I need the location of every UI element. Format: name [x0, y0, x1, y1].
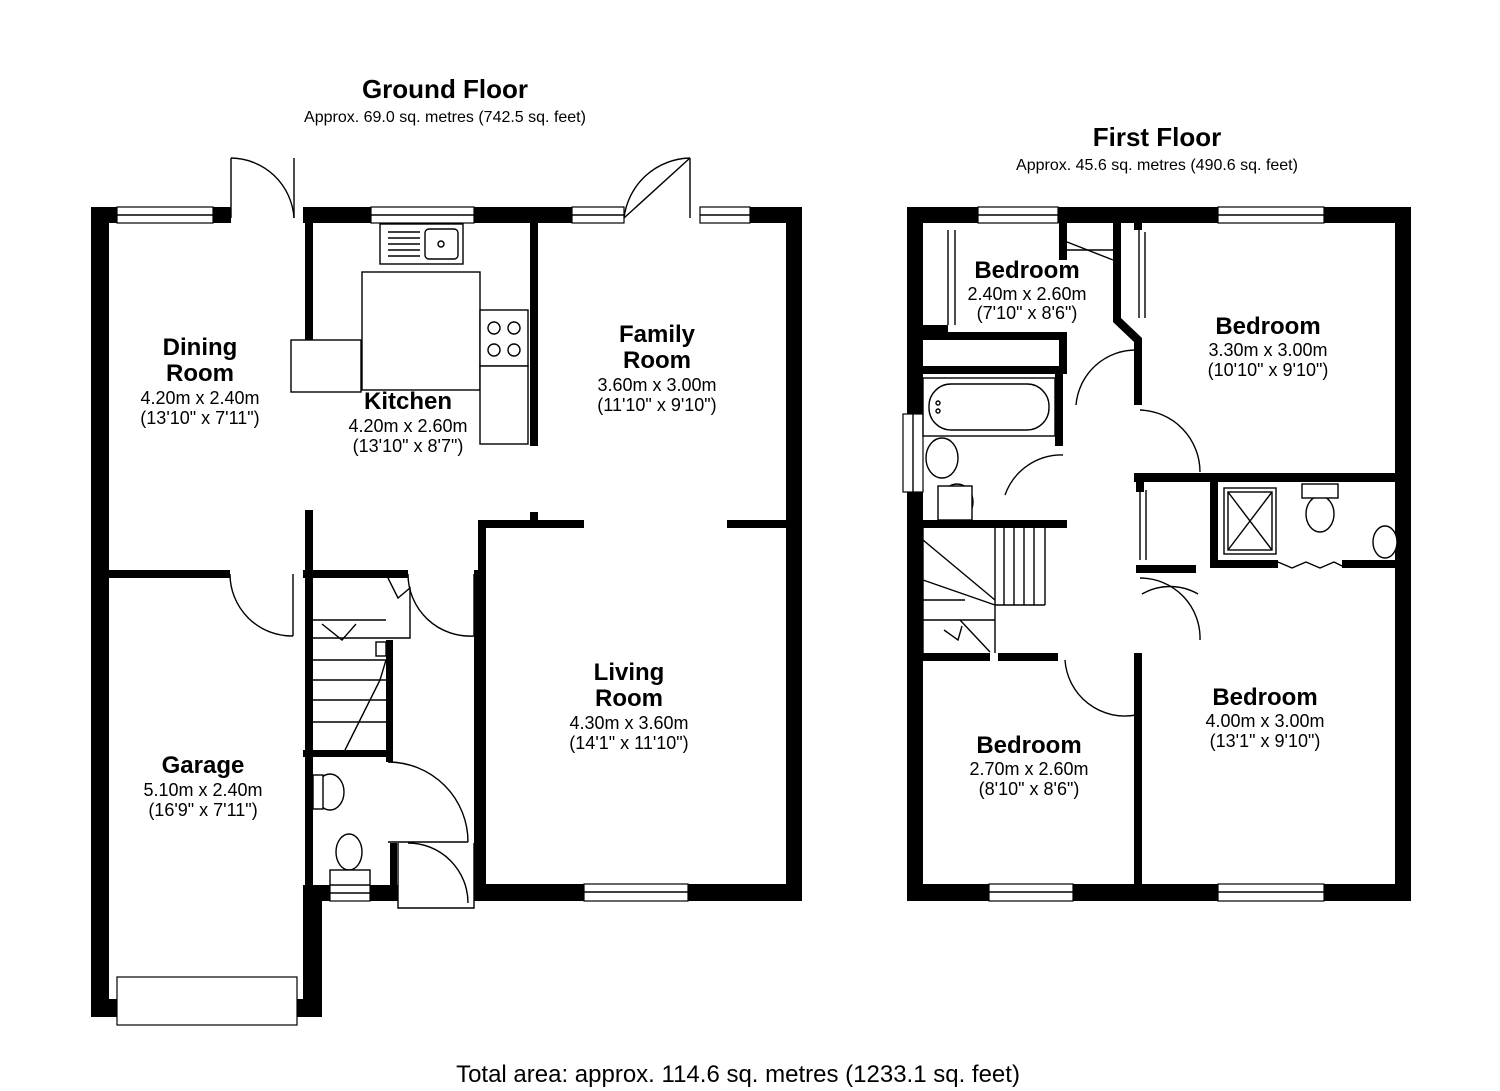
room-name: Bedroom — [974, 257, 1079, 284]
room-name: Room — [595, 685, 663, 712]
room-name: Dining — [163, 334, 238, 361]
first-floor: First Floor Approx. 45.6 sq. metres (490… — [902, 122, 1411, 902]
room-kitchen: Kitchen 4.20m x 2.60m (13'10" x 8'7") — [348, 388, 467, 456]
basin-icon — [925, 437, 959, 479]
ground-floor-internal-walls — [109, 220, 789, 901]
room-dimensions-metric: 2.40m x 2.60m — [967, 284, 1086, 304]
room-dimensions-imperial: (13'10" x 7'11") — [140, 408, 259, 428]
room-name: Bedroom — [976, 732, 1081, 759]
first-floor-windows — [902, 206, 1325, 902]
room-bedroom-small: Bedroom 2.40m x 2.60m (7'10" x 8'6") — [967, 257, 1086, 323]
room-dimensions-imperial: (14'1" x 11'10") — [569, 733, 688, 753]
ground-floor-windows — [116, 206, 751, 1026]
room-dimensions-metric: 5.10m x 2.40m — [143, 780, 262, 800]
room-dimensions-imperial: (7'10" x 8'6") — [977, 303, 1078, 323]
room-name: Family — [619, 321, 696, 348]
total-area: Total area: approx. 114.6 sq. metres (12… — [456, 1061, 1020, 1088]
shower-room-fittings — [1223, 483, 1398, 559]
room-name: Living — [594, 659, 665, 686]
room-dimensions-metric: 4.30m x 3.60m — [569, 713, 688, 733]
room-name: Bedroom — [1212, 684, 1317, 711]
ground-floor-title: Ground Floor — [362, 74, 528, 104]
room-garage: Garage 5.10m x 2.40m (16'9" x 7'11") — [143, 752, 262, 820]
room-dimensions-metric: 4.00m x 3.00m — [1205, 711, 1324, 731]
toilet-icon — [335, 833, 363, 871]
ground-floor-stairs — [313, 577, 411, 751]
cloakroom-fittings — [312, 773, 371, 886]
first-floor-internal-walls — [920, 220, 1411, 889]
room-name: Garage — [162, 752, 245, 779]
room-name: Room — [166, 360, 234, 387]
room-dimensions-metric: 2.70m x 2.60m — [969, 759, 1088, 779]
kitchen-island — [361, 271, 481, 391]
basin-icon — [1372, 525, 1398, 559]
room-bedroom-se: Bedroom 4.00m x 3.00m (13'1" x 9'10") — [1205, 684, 1324, 751]
kitchen-fittings — [290, 223, 529, 445]
room-bedroom-sw: Bedroom 2.70m x 2.60m (8'10" x 8'6") — [969, 732, 1088, 799]
room-living: Living Room 4.30m x 3.60m (14'1" x 11'10… — [569, 659, 688, 753]
first-floor-title: First Floor — [1093, 122, 1222, 152]
ground-floor-doors — [229, 157, 691, 909]
ground-floor: Ground Floor Approx. 69.0 sq. metres (74… — [91, 74, 802, 1026]
room-name: Room — [623, 347, 691, 374]
room-dimensions-imperial: (10'10" x 9'10") — [1208, 360, 1329, 380]
ground-floor-walls — [91, 207, 802, 1017]
room-dining: Dining Room 4.20m x 2.40m (13'10" x 7'11… — [140, 334, 259, 428]
room-dimensions-metric: 3.30m x 3.00m — [1208, 340, 1327, 360]
room-dimensions-imperial: (13'1" x 9'10") — [1210, 731, 1321, 751]
room-name: Bedroom — [1215, 313, 1320, 340]
first-floor-doors — [947, 230, 1343, 717]
ground-floor-area: Approx. 69.0 sq. metres (742.5 sq. feet) — [304, 109, 586, 126]
first-floor-area: Approx. 45.6 sq. metres (490.6 sq. feet) — [1016, 157, 1298, 174]
toilet-icon — [1305, 495, 1335, 533]
first-floor-walls — [907, 207, 1411, 901]
room-dimensions-metric: 4.20m x 2.60m — [348, 416, 467, 436]
hob-icon — [479, 309, 529, 367]
room-bedroom-ne: Bedroom 3.30m x 3.00m (10'10" x 9'10") — [1208, 313, 1329, 380]
room-dimensions-imperial: (8'10" x 8'6") — [979, 779, 1080, 799]
first-floor-stairs — [922, 528, 1046, 653]
room-name: Kitchen — [364, 388, 452, 415]
room-dimensions-metric: 3.60m x 3.00m — [597, 375, 716, 395]
room-family: Family Room 3.60m x 3.00m (11'10" x 9'10… — [597, 321, 716, 415]
bathroom-fittings — [922, 377, 1056, 521]
room-dimensions-imperial: (13'10" x 8'7") — [353, 436, 464, 456]
unit — [290, 339, 362, 393]
room-dimensions-metric: 4.20m x 2.40m — [140, 388, 259, 408]
room-dimensions-imperial: (16'9" x 7'11") — [148, 800, 257, 820]
room-dimensions-imperial: (11'10" x 9'10") — [597, 395, 716, 415]
